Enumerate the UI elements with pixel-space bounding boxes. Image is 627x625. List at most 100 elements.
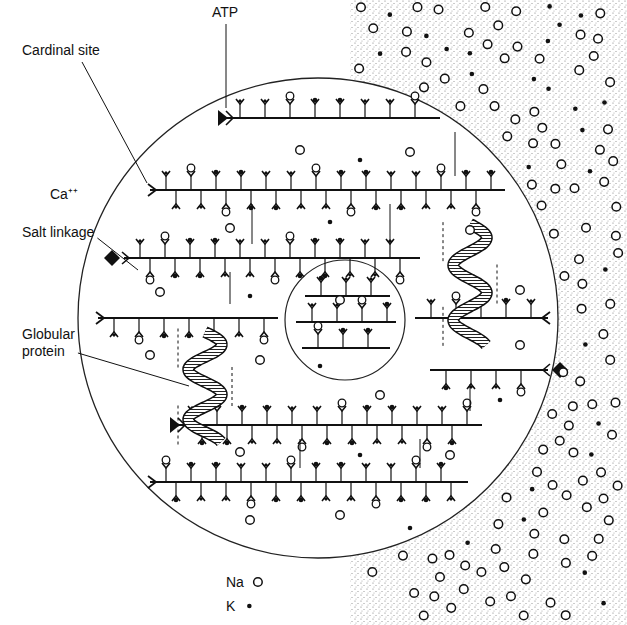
site-mark bbox=[347, 274, 353, 277]
site-mark bbox=[323, 498, 329, 501]
bound-k bbox=[489, 170, 494, 175]
ion bbox=[479, 85, 488, 94]
part-label: Cardinal site bbox=[22, 42, 100, 59]
site-mark bbox=[249, 441, 255, 444]
side-chain bbox=[311, 308, 312, 322]
side-chain bbox=[441, 411, 442, 425]
site-mark bbox=[238, 463, 244, 466]
site-mark bbox=[289, 406, 295, 409]
protein-backbone bbox=[430, 369, 548, 371]
ion bbox=[594, 535, 603, 544]
ion bbox=[579, 13, 584, 18]
side-chain bbox=[365, 176, 366, 190]
legend-sample bbox=[254, 578, 263, 587]
label-text: Ca⁺⁺ bbox=[50, 186, 78, 202]
side-chain bbox=[374, 258, 375, 272]
fixed-anion bbox=[221, 272, 229, 277]
side-chain bbox=[530, 304, 531, 318]
site-mark bbox=[493, 386, 499, 389]
site-mark bbox=[423, 206, 429, 209]
side-chain bbox=[339, 104, 340, 118]
bound-na bbox=[314, 322, 322, 330]
side-chain bbox=[149, 258, 150, 272]
fixed-anion bbox=[422, 204, 430, 209]
side-chain bbox=[414, 104, 415, 118]
side-chain bbox=[364, 104, 365, 118]
side-chain bbox=[175, 482, 176, 496]
ion bbox=[606, 78, 615, 87]
protein-backbone bbox=[305, 295, 390, 297]
site-mark bbox=[309, 303, 315, 306]
side-chain bbox=[290, 468, 291, 482]
legend-sample bbox=[247, 604, 252, 609]
ion bbox=[539, 445, 548, 454]
bound-k bbox=[450, 441, 455, 446]
ion bbox=[530, 487, 535, 492]
bound-na bbox=[286, 232, 294, 240]
ion bbox=[551, 140, 560, 149]
fixed-anion bbox=[246, 272, 254, 277]
side-chain bbox=[315, 468, 316, 482]
fixed-anion bbox=[387, 463, 395, 468]
site-mark bbox=[163, 171, 169, 174]
fixed-anion bbox=[262, 463, 270, 468]
ion bbox=[582, 223, 591, 232]
side-chain bbox=[314, 104, 315, 118]
ion bbox=[547, 4, 552, 9]
ion bbox=[604, 125, 613, 134]
side-chain bbox=[225, 482, 226, 496]
fixed-anion bbox=[373, 439, 381, 444]
side-chain bbox=[389, 244, 390, 258]
site-mark bbox=[262, 239, 268, 242]
bound-k bbox=[365, 405, 370, 410]
ion bbox=[604, 516, 613, 525]
site-mark bbox=[262, 99, 268, 102]
ion bbox=[588, 552, 597, 561]
fixed-anion bbox=[248, 439, 256, 444]
bound-k bbox=[338, 98, 343, 103]
ion bbox=[296, 146, 305, 155]
site-mark bbox=[314, 406, 320, 409]
side-chain bbox=[239, 104, 240, 118]
ion bbox=[533, 468, 542, 477]
bound-na bbox=[271, 276, 279, 284]
fixed-anion bbox=[412, 171, 420, 176]
ion bbox=[562, 559, 571, 568]
site-mark bbox=[468, 386, 474, 389]
ion bbox=[557, 22, 562, 27]
ion bbox=[569, 402, 578, 411]
bound-k bbox=[198, 274, 203, 279]
side-chain bbox=[400, 482, 401, 496]
salt-linkage bbox=[230, 272, 231, 304]
ion bbox=[570, 184, 579, 193]
ion bbox=[459, 585, 468, 594]
ion bbox=[500, 563, 509, 572]
bound-k bbox=[325, 441, 330, 446]
bound-k bbox=[274, 206, 279, 211]
bound-na bbox=[187, 164, 195, 172]
side-chain bbox=[290, 176, 291, 190]
ion bbox=[588, 400, 597, 409]
bound-na bbox=[286, 92, 294, 100]
ion bbox=[502, 493, 511, 502]
side-chain bbox=[249, 258, 250, 272]
fixed-anion bbox=[346, 272, 354, 277]
bound-na bbox=[298, 443, 306, 451]
site-mark bbox=[448, 498, 454, 501]
fixed-anion bbox=[172, 204, 180, 209]
site-mark bbox=[399, 441, 405, 444]
ion bbox=[600, 178, 609, 187]
ion bbox=[486, 597, 495, 606]
ion bbox=[569, 448, 578, 457]
fixed-anion bbox=[322, 496, 330, 501]
ion bbox=[256, 356, 265, 365]
fixed-anion bbox=[235, 332, 243, 337]
site-mark bbox=[198, 498, 204, 501]
part-label: Globular protein bbox=[22, 326, 94, 360]
fixed-anion bbox=[387, 171, 395, 176]
side-chain bbox=[451, 425, 452, 439]
side-chain bbox=[475, 190, 476, 204]
bound-k bbox=[366, 328, 371, 333]
fixed-anion bbox=[162, 171, 170, 176]
